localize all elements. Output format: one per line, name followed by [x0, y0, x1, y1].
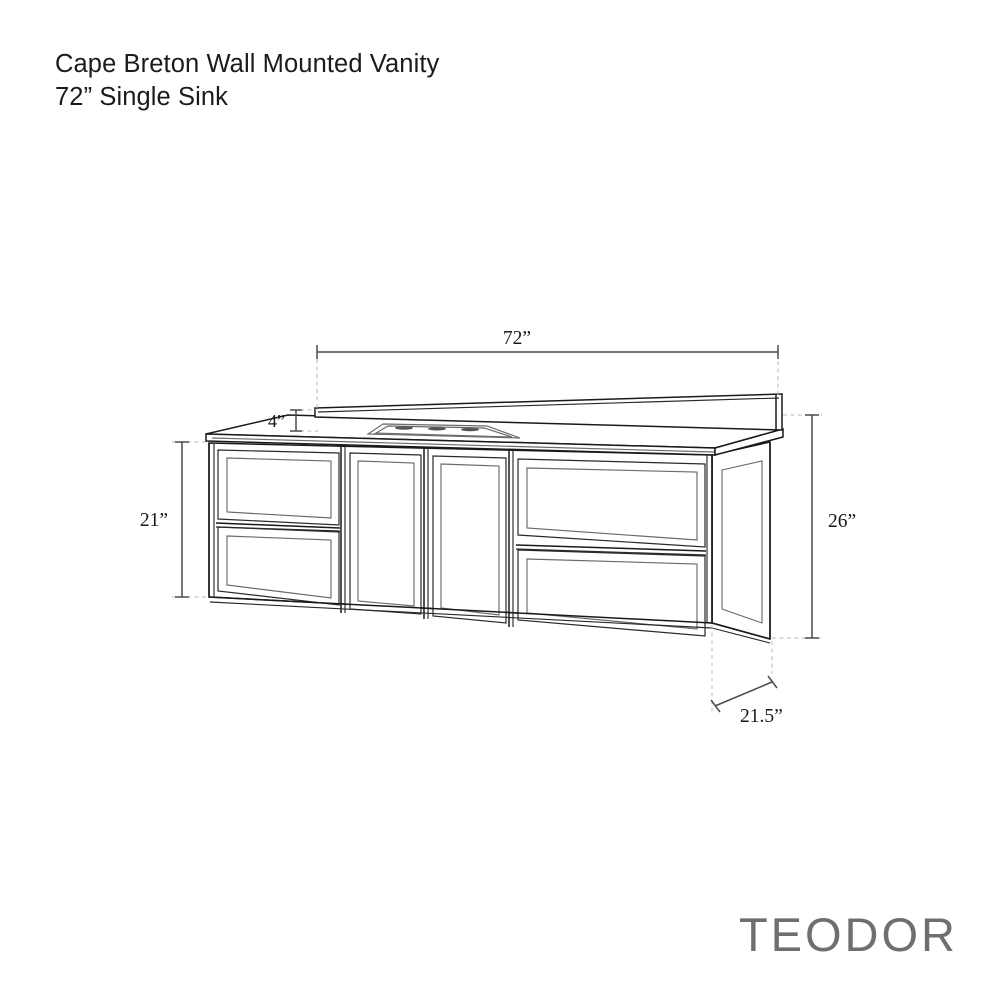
title-block: Cape Breton Wall Mounted Vanity 72” Sing…	[55, 48, 439, 114]
left-drawer-lower[interactable]	[217, 526, 340, 606]
vanity-cabinet	[208, 441, 771, 644]
page-title-line-2: 72” Single Sink	[55, 83, 229, 112]
right-drawer-lower[interactable]	[517, 549, 706, 637]
brand-logo-teodor: TEODOR	[738, 908, 958, 961]
sink-basin	[366, 423, 521, 439]
dimension-label-cabinet-height: 21”	[140, 510, 168, 531]
center-door-right[interactable]	[432, 455, 507, 624]
dimension-label-depth: 21.5”	[740, 706, 783, 727]
center-door-left[interactable]	[349, 452, 422, 615]
left-drawer-upper[interactable]	[217, 449, 340, 526]
dimension-label-backsplash: 4”	[268, 411, 285, 431]
page-title-line-1: Cape Breton Wall Mounted Vanity	[55, 50, 440, 78]
dimension-depth-21-5: 21.5”	[710, 625, 783, 727]
dimension-label-overall-height: 26”	[828, 511, 856, 532]
dimension-cabinet-height-21: 21”	[140, 441, 206, 598]
right-drawer-upper[interactable]	[517, 458, 706, 548]
dimension-width-72: 72”	[316, 328, 779, 408]
backsplash	[314, 393, 783, 431]
dimension-label-width: 72”	[503, 328, 531, 349]
faucet-holes	[395, 426, 479, 432]
dimension-overall-height-26: 26”	[772, 414, 856, 639]
dimension-backsplash-4: 4”	[268, 409, 318, 432]
cabinet-right-side-panel	[711, 441, 771, 640]
